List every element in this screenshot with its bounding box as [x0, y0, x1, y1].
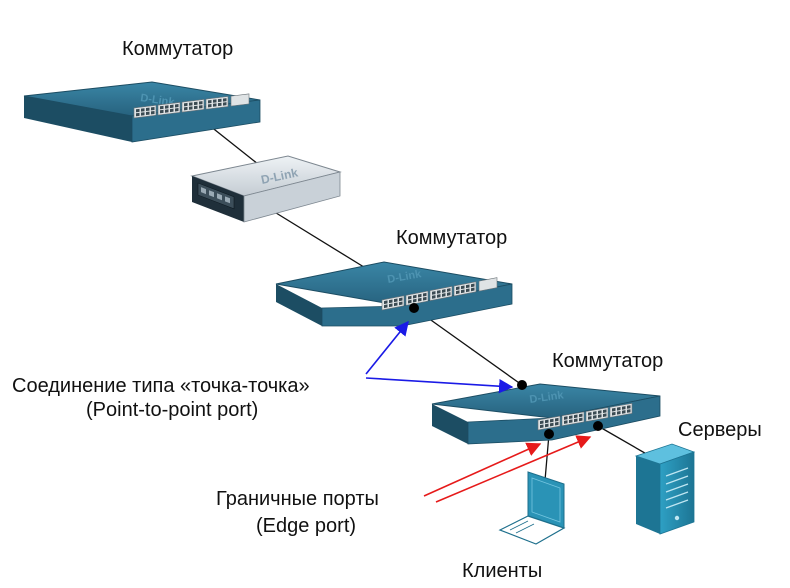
- p2p-arrows: [365, 320, 514, 394]
- clients-label: Клиенты: [462, 560, 542, 582]
- arrow-icon: [435, 435, 592, 503]
- switch-icon: D-Link: [275, 261, 513, 327]
- edge-port-dot-servers: [593, 421, 603, 431]
- servers-label: Серверы: [678, 419, 762, 441]
- arrow-icon: [365, 320, 409, 375]
- cable-bottom-to-server: [597, 425, 651, 457]
- laptop-icon: [498, 471, 566, 545]
- edge-arrows: [423, 435, 592, 503]
- cable-desktop-switch-to-middle: [267, 207, 373, 273]
- edge-label-line2: (Edge port): [256, 515, 356, 537]
- p2p-label-line1: Соединение типа «точка-точка»: [12, 375, 310, 397]
- p2p-port-dot-bottom: [517, 380, 527, 390]
- cable-middle-to-bottom: [413, 307, 523, 386]
- port-markers: [409, 303, 603, 439]
- arrow-icon: [423, 442, 542, 497]
- switch-icon: D-Link: [431, 383, 661, 445]
- p2p-port-dot-middle: [409, 303, 419, 313]
- switch-icon: D-Link: [23, 81, 261, 143]
- switch-label-bottom: Коммутатор: [552, 350, 663, 372]
- edge-label-line1: Граничные порты: [216, 488, 379, 510]
- server-icon: [634, 443, 696, 535]
- switch-label-middle: Коммутатор: [396, 227, 507, 249]
- brand-watermark: D-Link: [529, 389, 565, 406]
- arrow-icon: [365, 377, 514, 394]
- desktop-switch-icon: D-Link: [190, 155, 342, 223]
- switch-label-top: Коммутатор: [122, 38, 233, 60]
- p2p-label-line2: (Point-to-point port): [86, 399, 258, 421]
- edge-port-dot-clients: [544, 429, 554, 439]
